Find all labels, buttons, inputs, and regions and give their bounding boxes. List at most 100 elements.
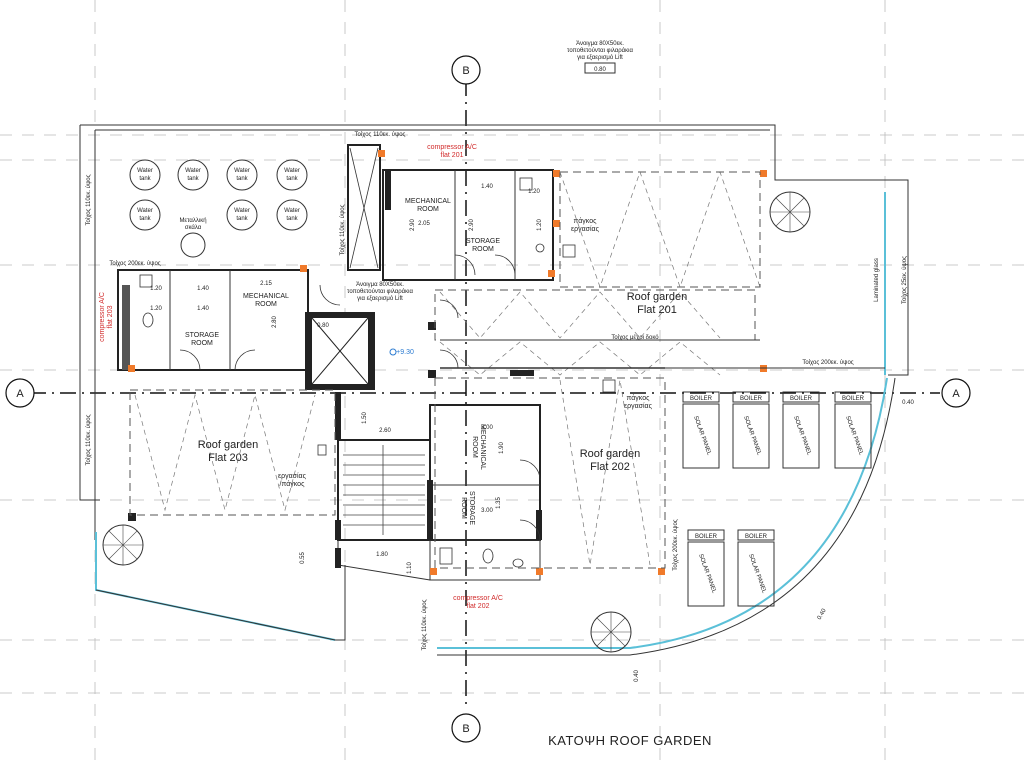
- lift-vent-note: Άνοιγμα 80Χ50εκ. τοποθετούνται φιλαράκια…: [347, 282, 413, 302]
- mech-room-top-label: MECHANICAL: [405, 198, 451, 205]
- svg-text:1.20: 1.20: [150, 286, 162, 292]
- svg-text:SOLAR PANEL: SOLAR PANEL: [747, 553, 767, 594]
- svg-text:1.50: 1.50: [362, 412, 368, 424]
- solar-unit-6: BOILER SOLAR PANEL: [737, 529, 775, 607]
- svg-text:1.90: 1.90: [499, 442, 505, 454]
- svg-text:3.00: 3.00: [481, 508, 493, 514]
- solar-unit-3: BOILER SOLAR PANEL: [782, 391, 820, 469]
- roof-garden-201-flat: Flat 201: [637, 304, 677, 316]
- outer-boundary: [79, 124, 909, 656]
- wall-label-left-bottom: Τοίχος 110εκ. ύψος: [86, 414, 92, 465]
- svg-text:σκάλα: σκάλα: [185, 224, 202, 231]
- axis-b-top: B: [451, 55, 481, 85]
- level-marker: +9.30: [389, 348, 414, 356]
- svg-text:0.80: 0.80: [317, 323, 329, 329]
- svg-text:2.05: 2.05: [418, 221, 430, 227]
- roof-garden-202-flat: Flat 202: [590, 461, 630, 473]
- svg-text:BOILER: BOILER: [790, 396, 813, 402]
- svg-text:1.40: 1.40: [197, 286, 209, 292]
- svg-text:BOILER: BOILER: [695, 534, 718, 540]
- page-title: ΚΑΤΟΨΗ ROOF GARDEN: [548, 733, 712, 748]
- svg-text:tank: tank: [236, 176, 248, 182]
- svg-text:SOLAR PANEL: SOLAR PANEL: [697, 553, 717, 594]
- svg-text:Άνοιγμα 80Χ50εκ.: Άνοιγμα 80Χ50εκ.: [356, 282, 404, 288]
- svg-text:BOILER: BOILER: [842, 396, 865, 402]
- storage-bottom-label-2: ROOM: [460, 497, 467, 519]
- roof-garden-dashes: [129, 170, 885, 569]
- svg-text:tank: tank: [286, 176, 298, 182]
- spiral-stair-top-right: [769, 191, 811, 233]
- storage-top-label: STORAGE: [466, 238, 500, 245]
- svg-text:0.40: 0.40: [817, 607, 828, 621]
- svg-text:1.20: 1.20: [150, 306, 162, 312]
- wall-label-right-200: Τοίχος 200εκ. ύψος: [802, 360, 853, 366]
- water-tank-4: Water tank: [276, 159, 308, 191]
- svg-text:Water: Water: [234, 208, 250, 214]
- wall-label-left-top: Τοίχος 110εκ. ύψος: [86, 174, 92, 225]
- svg-text:Water: Water: [234, 168, 250, 174]
- counter-label-left-2: /πάγκος: [280, 480, 306, 488]
- roof-garden-203-label: Roof garden: [198, 439, 259, 451]
- mech-room-bottom-label-2: ROOM: [471, 436, 478, 458]
- storage-bottom-label: STORAGE: [468, 491, 475, 525]
- svg-text:0.55: 0.55: [300, 552, 306, 564]
- svg-text:Water: Water: [284, 168, 300, 174]
- mech-room-left-label: MECHANICAL: [243, 293, 289, 300]
- storage-left-label-2: ROOM: [191, 340, 213, 347]
- storage-left-label: STORAGE: [185, 332, 219, 339]
- dimension-labels: 1.20 1.40 2.15 2.80 2.05 2.90 1.40 1.20 …: [150, 184, 914, 682]
- svg-text:1.35: 1.35: [496, 497, 502, 509]
- svg-text:Μεταλλική: Μεταλλική: [179, 217, 206, 224]
- svg-text:tank: tank: [236, 216, 248, 222]
- mech-room-bottom-label: MECHANICAL: [479, 424, 486, 470]
- spiral-stair-left: [102, 524, 144, 566]
- axis-b-bottom: B: [451, 713, 481, 743]
- compressor-201-label: compressor A/C: [427, 144, 477, 151]
- svg-text:1.20: 1.20: [537, 219, 543, 231]
- svg-text:τοποθετούνται φιλαράκια: τοποθετούνται φιλαράκια: [567, 47, 633, 54]
- svg-text:A: A: [16, 388, 24, 400]
- roof-garden-201-label: Roof garden: [627, 291, 688, 303]
- roof-garden-203-flat: Flat 203: [208, 452, 248, 464]
- solar-unit-1: BOILER SOLAR PANEL: [682, 391, 720, 469]
- mech-room-left-label-2: ROOM: [255, 301, 277, 308]
- axis-a-left: A: [5, 378, 35, 408]
- svg-text:BOILER: BOILER: [745, 534, 768, 540]
- svg-text:για εξαερισμό Lift: για εξαερισμό Lift: [577, 54, 623, 61]
- svg-text:tank: tank: [286, 216, 298, 222]
- walls-structure: [117, 144, 554, 581]
- door-swings: [179, 254, 541, 541]
- laminated-glass-label: Laminated glass: [874, 258, 880, 302]
- svg-text:1.80: 1.80: [376, 552, 388, 558]
- svg-text:Άνοιγμα 80Χ50εκ.: Άνοιγμα 80Χ50εκ.: [576, 41, 624, 47]
- roof-garden-202-label: Roof garden: [580, 448, 641, 460]
- svg-text:SOLAR PANEL: SOLAR PANEL: [692, 415, 712, 456]
- wall-label-top: Τοίχος 110εκ. ύψος: [355, 132, 406, 138]
- svg-text:1.40: 1.40: [197, 306, 209, 312]
- compressor-203-flat: flat 203: [107, 305, 114, 328]
- svg-text:για εξαερισμό Lift: για εξαερισμό Lift: [357, 295, 403, 302]
- compressor-201-flat: flat 201: [441, 152, 464, 159]
- svg-text:2.90: 2.90: [469, 219, 475, 231]
- wall-label-mid-110: Τοίχος 110εκ. ύψος: [340, 204, 346, 255]
- counter-label-mid: πάγκος: [627, 394, 651, 402]
- svg-text:BOILER: BOILER: [690, 396, 713, 402]
- svg-text:1.20: 1.20: [528, 189, 540, 195]
- svg-text:SOLAR PANEL: SOLAR PANEL: [792, 415, 812, 456]
- water-tank-3: Water tank: [226, 159, 258, 191]
- column-markers: [128, 150, 767, 575]
- solar-panels: BOILER SOLAR PANEL BOILER SOLAR PANEL BOIL…: [682, 391, 872, 607]
- wall-label-inner-200: Τοίχος 200εκ. ύψος: [109, 261, 160, 267]
- svg-text:2.90: 2.90: [410, 219, 416, 231]
- svg-text:BOILER: BOILER: [740, 396, 763, 402]
- fixtures: [139, 177, 616, 568]
- svg-text:3.00: 3.00: [481, 425, 493, 431]
